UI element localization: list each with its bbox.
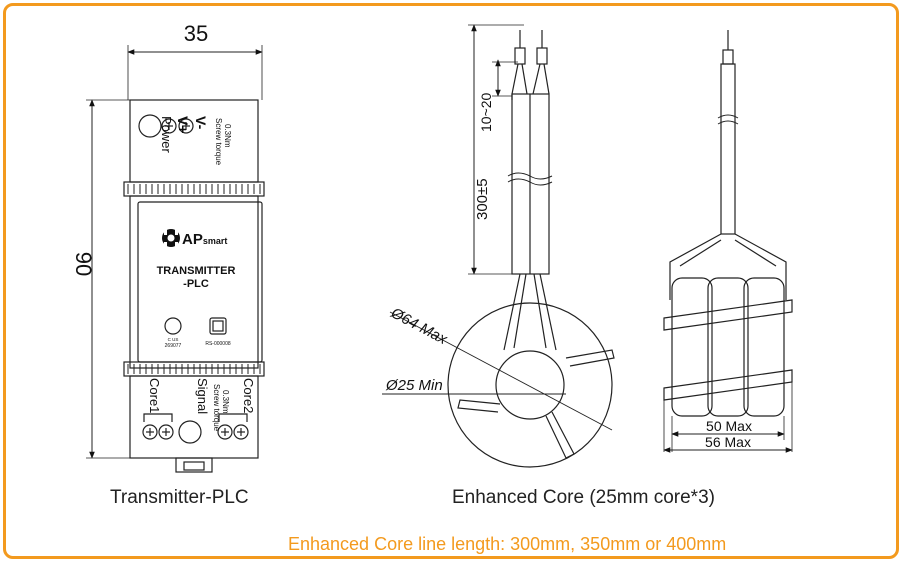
width-56-label: 56 Max (705, 434, 751, 450)
core1-label: Core1 (147, 378, 162, 413)
height-dim-label: 90 (71, 252, 96, 276)
strip-length-label: 10~20 (478, 92, 494, 132)
outer-diameter-label: Ø64 Max (387, 304, 450, 348)
v-plus-label: V+ (175, 116, 191, 134)
model-line-2: -PLC (183, 278, 209, 290)
top-screw-torque-label: Screw torque (214, 118, 223, 166)
apsmart-logo-icon (162, 229, 180, 248)
power-label: Power (159, 116, 174, 154)
width-50-label: 50 Max (706, 418, 752, 434)
v-minus-label: V- (193, 116, 209, 130)
brand-label: APsmart (182, 231, 227, 248)
top-torque-value: 0.3Nm (223, 124, 232, 148)
diagram-frame (3, 3, 899, 559)
inner-diameter-label: Ø25 Min (385, 377, 443, 394)
core-caption: Enhanced Core (25mm core*3) (452, 487, 715, 508)
signal-label: Signal (195, 378, 210, 414)
bottom-torque-value: 0.3Nm (221, 390, 230, 414)
vent-ribs (127, 184, 261, 374)
model-line-1: TRANSMITTER (157, 265, 236, 277)
cert-mark-label: C US (168, 337, 179, 342)
cert-number: 269077 (165, 343, 182, 349)
core2-label: Core2 (241, 378, 256, 413)
lead-length-label: 300±5 (474, 178, 491, 220)
bottom-screw-torque-label: Screw torque (212, 384, 221, 432)
line-length-note: Enhanced Core line length: 300mm, 350mm … (288, 534, 727, 554)
rs-number: RS-000008 (205, 341, 231, 347)
transmitter-caption: Transmitter-PLC (110, 487, 249, 508)
width-dim-label: 35 (184, 21, 208, 46)
transmitter-drawing (86, 45, 265, 473)
core-side-drawing (663, 30, 793, 453)
core-front-drawing (382, 24, 615, 468)
